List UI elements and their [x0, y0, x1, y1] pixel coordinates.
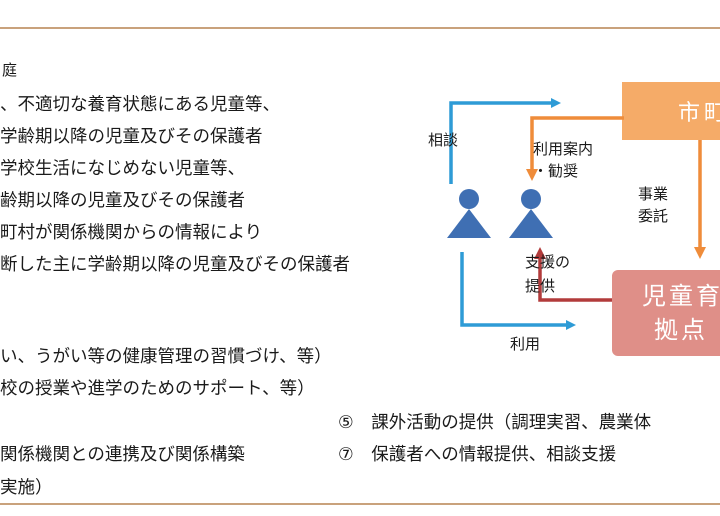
left-line-4: 齢期以降の児童及びその保護者	[0, 191, 245, 211]
guidance-label-1: 利用案内	[533, 140, 594, 158]
top-divider	[0, 27, 720, 29]
commission-label-1: 事業	[638, 185, 669, 203]
left-line-2: 学齢期以降の児童及びその保護者	[0, 127, 263, 147]
support-label-2: 提供	[525, 277, 556, 295]
child-base-label-1: 児童育	[642, 282, 720, 310]
support-arrow	[534, 247, 612, 302]
consult-label: 相談	[428, 131, 459, 149]
municipality-label: 市町	[678, 101, 720, 126]
guidance-arrow	[526, 116, 624, 181]
bottom-divider	[0, 503, 720, 505]
parent-person-icon	[447, 189, 491, 238]
left-line-5: 町村が関係機関からの情報により	[0, 223, 263, 243]
child-person-icon	[509, 189, 553, 238]
support-label-1: 支援の	[525, 253, 571, 271]
child-base-box: 児童育 拠点	[612, 270, 720, 356]
item-coordination: 関係機関との連携及び関係構築	[0, 445, 245, 465]
item-implementation: 実施）	[0, 478, 53, 498]
consult-arrow	[449, 98, 561, 184]
item-study: 校の授業や進学のためのサポート、等）	[0, 379, 315, 399]
item-5: ⑤ 課外活動の提供（調理実習、農業体	[338, 413, 652, 433]
guidance-label-2: ・勧奨	[533, 162, 579, 180]
item-health: い、うがい等の健康管理の習慣づけ、等）	[0, 347, 332, 367]
left-line-6: 断した主に学齢期以降の児童及びその保護者	[0, 255, 350, 275]
left-line-1: 、不適切な養育状態にある児童等、	[0, 95, 280, 115]
left-line-3: 学校生活になじめない児童等、	[0, 159, 245, 179]
commission-label-2: 委託	[638, 207, 669, 225]
item-7: ⑦ 保護者への情報提供、相談支援	[338, 445, 617, 465]
use-label: 利用	[510, 335, 541, 353]
municipality-box: 市町	[622, 82, 720, 140]
child-base-label-2: 拠点	[654, 316, 708, 344]
use-arrow	[460, 252, 576, 330]
left-heading: 庭	[2, 61, 18, 79]
